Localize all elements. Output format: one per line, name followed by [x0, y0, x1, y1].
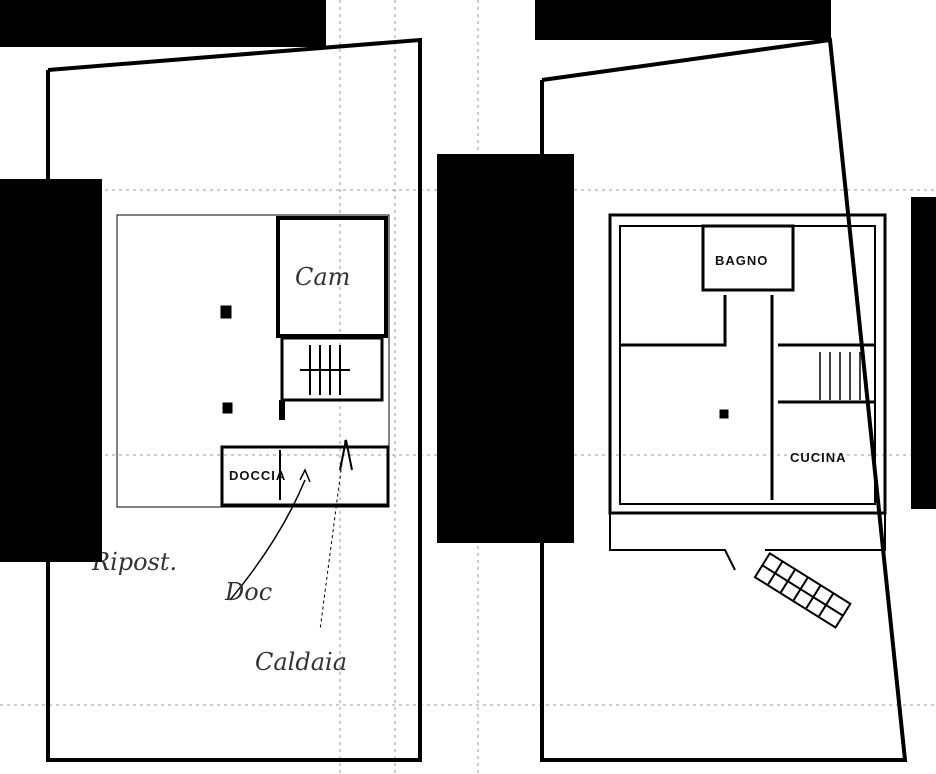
handwritten-note: Doc — [224, 578, 272, 606]
handwritten-note: Caldaia — [255, 648, 347, 676]
handwritten-note: Ripost. — [91, 548, 177, 576]
room-label-cucina: CUCINA — [790, 450, 847, 465]
room-label-bagno: BAGNO — [715, 253, 768, 268]
handwritten-note: Cam — [295, 263, 350, 291]
left-floor-plan — [116, 214, 390, 631]
redaction-blocks — [0, 0, 936, 562]
right-floor-plan — [608, 213, 887, 629]
room-label-doccia: DOCCIA — [229, 468, 286, 483]
